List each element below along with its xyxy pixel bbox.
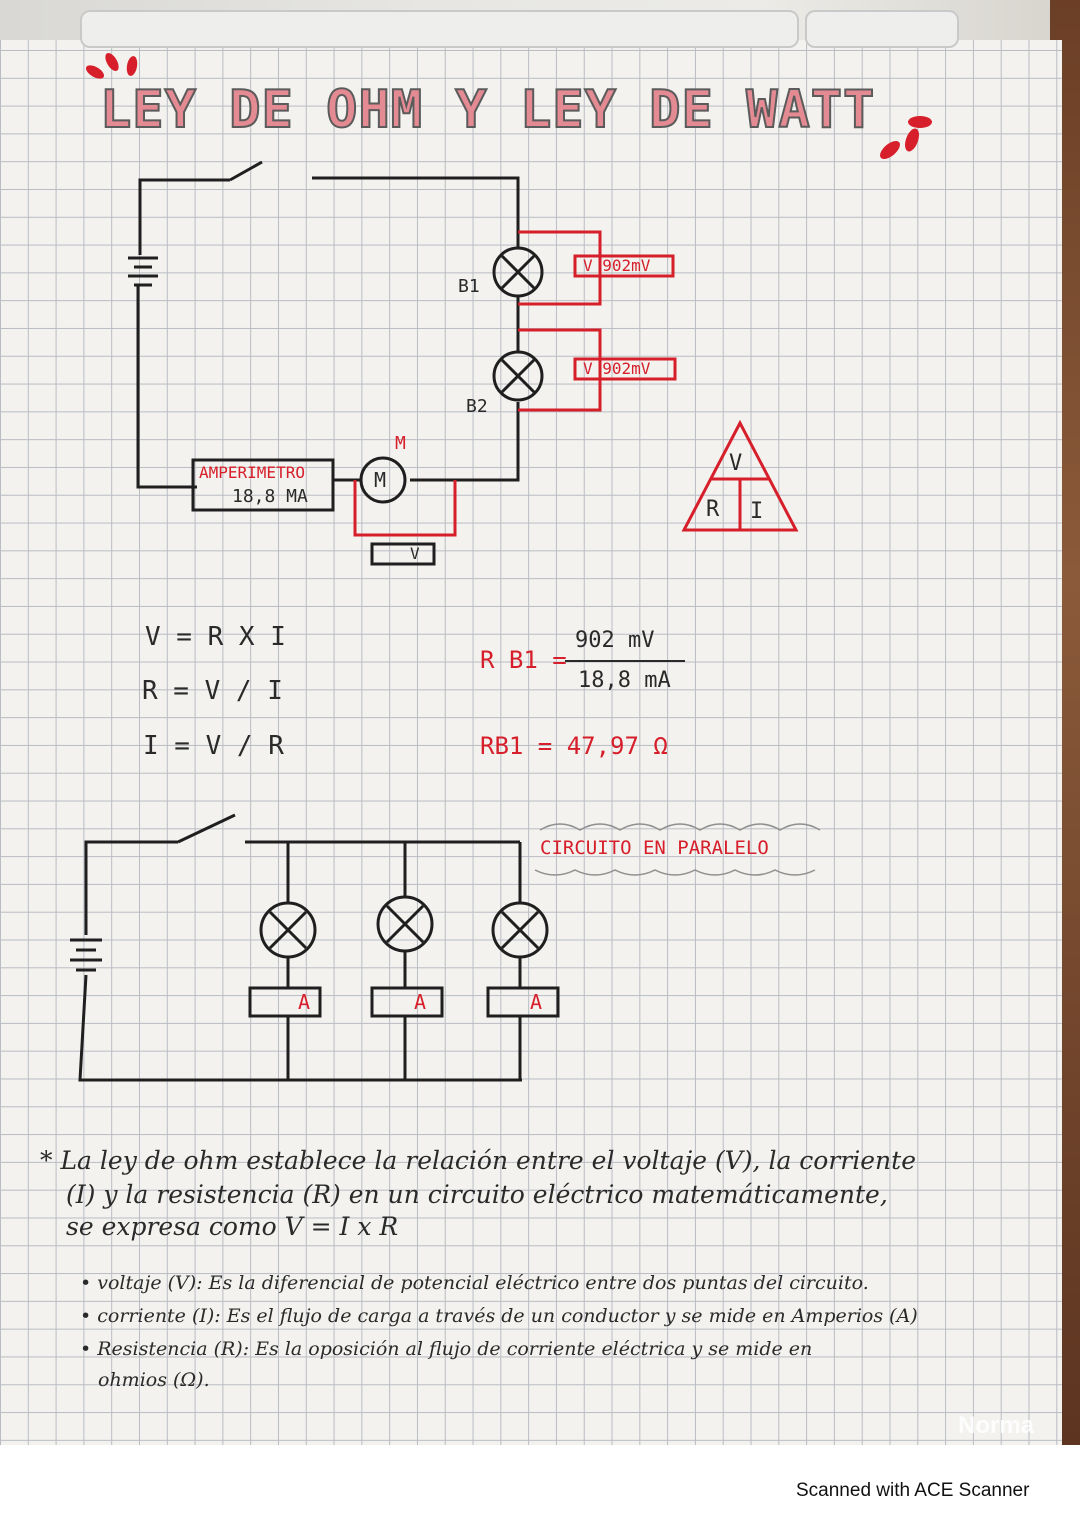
ammeter-a-1: A bbox=[298, 990, 311, 1014]
calc-result: RB1 = 47,97 Ω bbox=[480, 732, 668, 760]
grid-paper bbox=[0, 40, 1062, 1445]
motor-voltmeter-label: V bbox=[410, 544, 420, 563]
formula-v: V = R X I bbox=[145, 622, 286, 652]
ammeter-a-3: A bbox=[530, 990, 543, 1014]
calc-lhs: R B1 = bbox=[480, 646, 567, 674]
cloud-outline bbox=[534, 823, 821, 876]
ammeter-value: 18,8 MA bbox=[232, 486, 308, 507]
calc-denominator: 18,8 mA bbox=[578, 668, 671, 693]
page-title: LEY DE OHM Y LEY DE WATT bbox=[99, 79, 876, 141]
bullet-resistencia: • Resistencia (R): Es la oposición al fl… bbox=[80, 1338, 813, 1360]
calc-numerator: 902 mV bbox=[575, 628, 655, 653]
note-line-2: (I) y la resistencia (R) en un circuito … bbox=[66, 1180, 888, 1209]
notebook-brand: Norma bbox=[958, 1412, 1035, 1439]
ammeter-a-2: A bbox=[414, 990, 427, 1014]
motor-label: M bbox=[395, 433, 406, 454]
motor-symbol: M bbox=[374, 468, 387, 492]
triangle-r: R bbox=[706, 497, 720, 522]
triangle-v: V bbox=[729, 451, 743, 476]
note-line-3: se expresa como V = I x R bbox=[66, 1212, 399, 1241]
bulb-2-label: B2 bbox=[466, 396, 488, 417]
bullet-resistencia-cont: ohmios (Ω). bbox=[98, 1369, 210, 1391]
voltmeter-1-reading: V 902mV bbox=[583, 256, 651, 275]
title-decoration bbox=[85, 52, 932, 159]
parallel-circuit-label: CIRCUITO EN PARALELO bbox=[540, 837, 769, 859]
header-box bbox=[80, 10, 799, 48]
bullet-voltaje: • voltaje (V): Es la diferencial de pote… bbox=[80, 1272, 869, 1294]
date-box bbox=[805, 10, 959, 48]
note-line-1: * La ley de ohm establece la relación en… bbox=[40, 1146, 916, 1175]
triangle-i: I bbox=[750, 499, 764, 524]
fraction-bar bbox=[565, 660, 685, 662]
bulb-1-label: B1 bbox=[458, 276, 480, 297]
scanner-footer: Scanned with ACE Scanner bbox=[796, 1480, 1030, 1501]
ammeter-name: AMPERIMETRO bbox=[199, 463, 305, 482]
formula-i: I = V / R bbox=[143, 731, 284, 761]
formula-r: R = V / I bbox=[142, 676, 283, 706]
voltmeter-2-reading: V 902mV bbox=[583, 359, 651, 378]
bullet-corriente: • corriente (I): Es el flujo de carga a … bbox=[80, 1305, 918, 1327]
